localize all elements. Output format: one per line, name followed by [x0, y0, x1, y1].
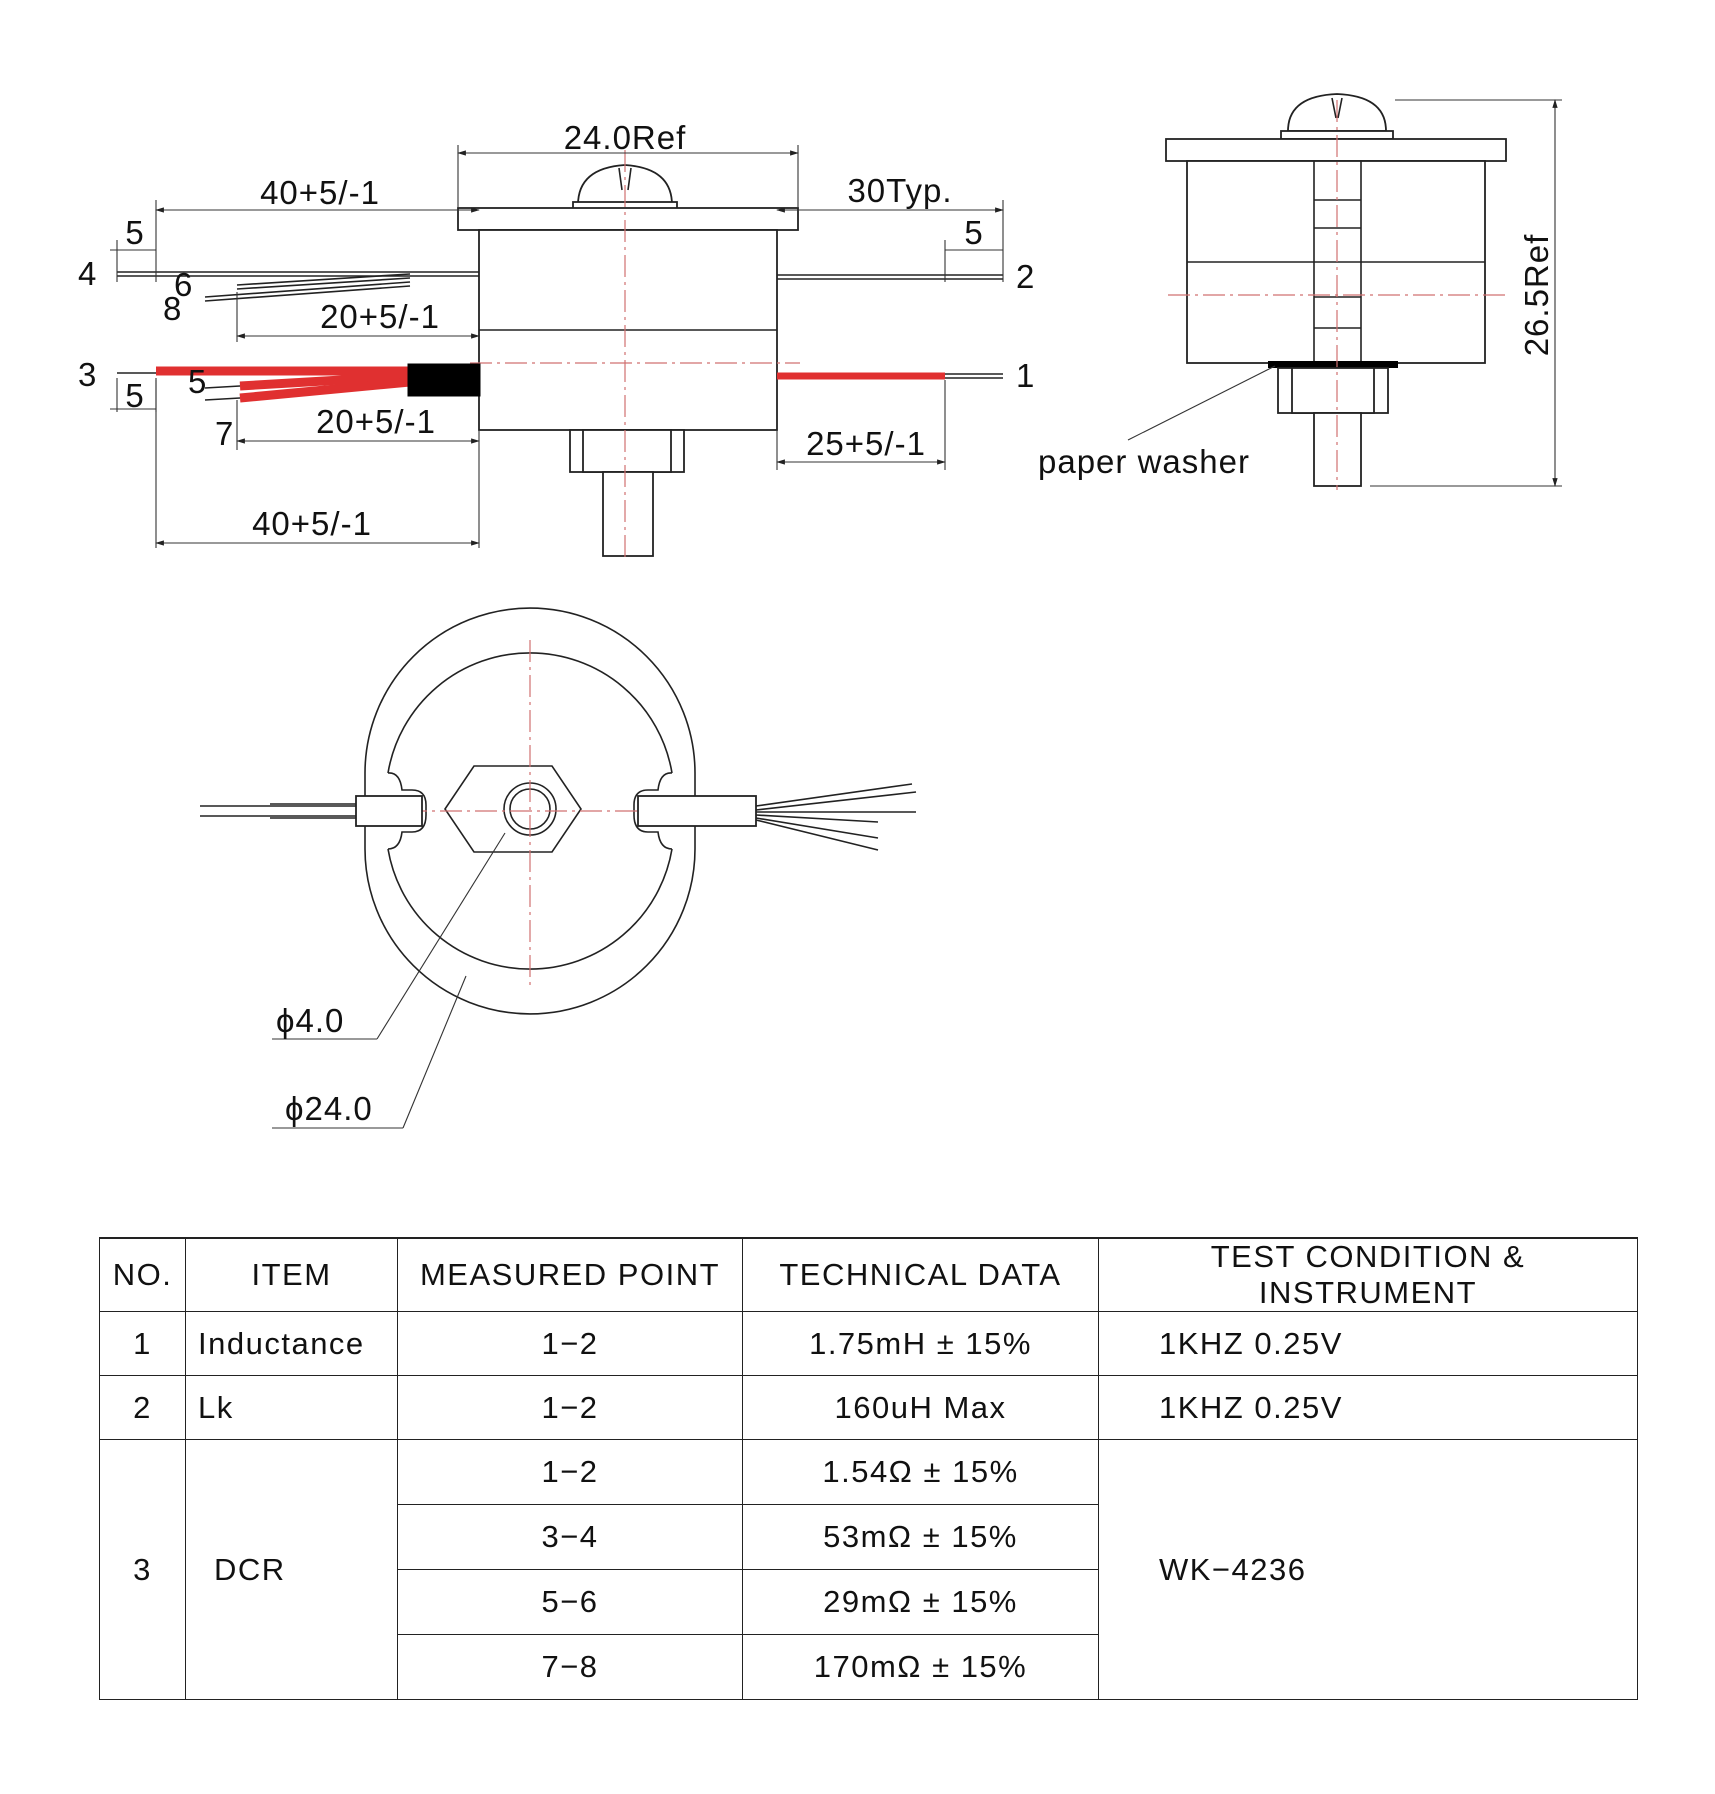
section-flange: [1165, 138, 1507, 162]
wire-7-red: [239, 377, 411, 403]
row-no: 2: [99, 1375, 186, 1440]
header-item: ITEM: [185, 1237, 398, 1312]
header-technical-data: TECHNICAL DATA: [742, 1237, 1099, 1312]
table-row: 5−6 29mΩ ± 15%: [100, 1569, 1638, 1635]
shaft: [602, 471, 654, 557]
dim-width-label: 24.0Ref: [564, 119, 687, 156]
row-data: 53mΩ ± 15%: [742, 1504, 1099, 1570]
section-view: 26.5Ref paper washer: [1038, 93, 1562, 490]
dim-left-lead-bottom: 40+5/-1: [252, 505, 372, 542]
dim-mid-top: 20+5/-1: [320, 298, 440, 335]
right-slot: [633, 772, 673, 850]
row-point: 1−2: [397, 1439, 743, 1505]
row-item: Lk: [185, 1375, 398, 1440]
row-condition: WK−4236: [1098, 1439, 1638, 1700]
table-row: 3 DCR 1−2 1.54Ω ± 15% WK−4236: [99, 1439, 1638, 1700]
outer-ring-bottom: [364, 848, 696, 1015]
left-slot: [387, 772, 427, 850]
paper-washer: [1268, 361, 1398, 368]
pin-5-label: 5: [188, 363, 207, 400]
dim-left-lead-top: 40+5/-1: [260, 174, 380, 211]
table-row: 1 Inductance 1−2 1.75mH ± 15% 1KHZ 0.25V: [99, 1311, 1638, 1376]
pin-8-label: 8: [163, 290, 182, 327]
pin-7-label: 7: [215, 415, 234, 452]
row-data: 160uH Max: [742, 1375, 1099, 1440]
header-measured-point: MEASURED POINT: [397, 1237, 743, 1312]
paper-washer-label: paper washer: [1038, 443, 1250, 480]
pin-4-label: 4: [78, 255, 97, 292]
side-view: 24.0Ref 40+5/-1 30Typ. 5 5 20+5/-1 5 20+…: [78, 119, 1035, 560]
outer-dia-label: ϕ24.0: [285, 1090, 373, 1127]
row-data: 1.75mH ± 15%: [742, 1311, 1099, 1376]
dim-right-lead: 30Typ.: [847, 172, 952, 209]
row-item: Inductance: [185, 1311, 398, 1376]
top-view: ϕ4.0 ϕ24.0: [200, 607, 917, 1129]
header-no: NO.: [99, 1237, 186, 1312]
row-condition: 1KHZ 0.25V: [1098, 1311, 1638, 1376]
row-point: 5−6: [397, 1569, 743, 1635]
row-data: 1.54Ω ± 15%: [742, 1439, 1099, 1505]
left-sleeve: [355, 795, 423, 827]
row-data: 29mΩ ± 15%: [742, 1569, 1099, 1635]
row-point: 1−2: [397, 1311, 743, 1376]
technical-drawing: 24.0Ref 40+5/-1 30Typ. 5 5 20+5/-1 5 20+…: [78, 93, 1562, 1129]
dim-mid-bottom: 20+5/-1: [316, 403, 436, 440]
row-no: 1: [99, 1311, 186, 1376]
row-condition: 1KHZ 0.25V: [1098, 1375, 1638, 1440]
hex-nut: [444, 765, 582, 853]
insulation-sleeve: [407, 363, 481, 397]
wire-5-red: [239, 371, 411, 391]
spec-table: NO. ITEM MEASURED POINT TECHNICAL DATA T…: [99, 1237, 1638, 1700]
outer-ring-top: [364, 607, 696, 774]
table-row: 3−4 53mΩ ± 15%: [100, 1504, 1638, 1570]
table-row: 2 Lk 1−2 160uH Max 1KHZ 0.25V: [99, 1375, 1638, 1440]
row-point: 7−8: [397, 1634, 743, 1700]
pin-6-label: 6: [174, 266, 193, 303]
pin-2-label: 2: [1016, 258, 1035, 295]
right-sleeve: [637, 795, 757, 827]
header-test-condition: TEST CONDITION & INSTRUMENT: [1098, 1237, 1638, 1312]
dim-strip-right-top: 5: [964, 214, 983, 251]
wire-6: [236, 273, 411, 286]
row-data: 170mΩ ± 15%: [742, 1634, 1099, 1700]
hole-dia-label: ϕ4.0: [276, 1002, 344, 1039]
wire-8: [204, 281, 411, 298]
row-point: 3−4: [397, 1504, 743, 1570]
row-no: 3: [99, 1439, 186, 1700]
row-item: DCR: [185, 1439, 398, 1700]
dim-strip-left-top: 5: [125, 214, 144, 251]
row-point: 1−2: [397, 1375, 743, 1440]
flange: [457, 207, 799, 231]
table-row: 7−8 170mΩ ± 15%: [100, 1634, 1638, 1700]
pin-1-label: 1: [1016, 357, 1035, 394]
dim-right-lead-bottom: 25+5/-1: [806, 425, 926, 462]
pin-3-label: 3: [78, 356, 97, 393]
dim-height-label: 26.5Ref: [1518, 234, 1555, 357]
dim-strip-left-bottom: 5: [125, 377, 144, 414]
